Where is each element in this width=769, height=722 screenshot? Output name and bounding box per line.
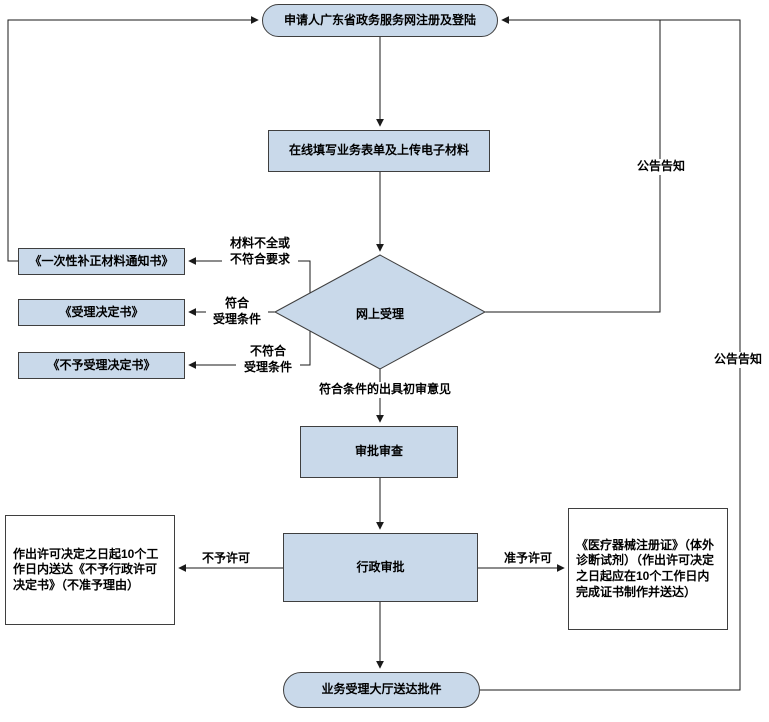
edge-label-meets-conditions: 符合 受理条件 (206, 296, 268, 328)
node-hall-delivery: 业务受理大厅送达批件 (283, 672, 480, 708)
edge-label-grant: 准予许可 (500, 551, 556, 567)
node-rejection-decision: 《不予受理决定书》 (18, 352, 185, 379)
node-acceptance-decision: 《受理决定书》 (18, 299, 185, 326)
node-grant-result: 《医疗器械注册证》（体外诊断试剂）（作出许可决定之日起应在10个工作日内完成证书… (568, 508, 728, 630)
node-online-form: 在线填写业务表单及上传电子材料 (268, 130, 490, 172)
edge-label-announce-bottom: 公告告知 (712, 352, 764, 368)
node-approval-review: 审批审查 (300, 426, 458, 478)
edge-label-announce-top: 公告告知 (635, 159, 687, 175)
edge-supplement-to-start (7, 16, 259, 262)
edge-label-deny: 不予许可 (198, 551, 254, 567)
node-admin-approval: 行政审批 (283, 533, 478, 602)
node-start: 申请人广东省政务服务网注册及登陆 (262, 4, 498, 37)
edge-label-not-meet-conditions: 不符合 受理条件 (236, 344, 300, 376)
node-deny-result: 作出许可决定之日起10个工作日内送达《不予行政许可决定书》（不准予理由） (5, 515, 175, 625)
decision-diamond-online-acceptance (273, 254, 487, 370)
edge-label-initial-opinion: 符合条件的出具初审意见 (300, 382, 470, 398)
edge-decision-to-announce (485, 20, 661, 313)
node-supplement-notice: 《一次性补正材料通知书》 (18, 248, 185, 275)
edge-decision-to-rejection (188, 330, 311, 369)
node-online-acceptance-label: 网上受理 (355, 307, 404, 321)
edge-label-incomplete: 材料不全或 不符合要求 (222, 236, 298, 268)
